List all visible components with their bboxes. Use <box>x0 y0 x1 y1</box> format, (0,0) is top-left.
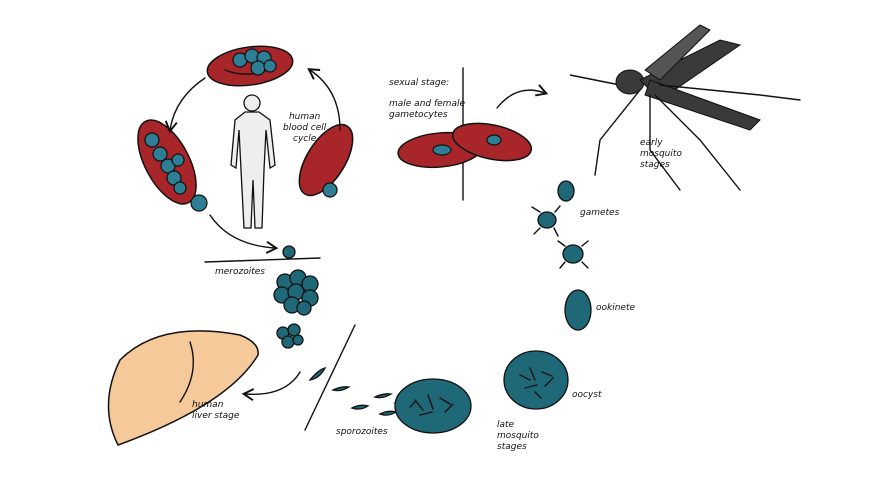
label-line: stages <box>497 442 527 452</box>
label-blood-cycle: human blood cell cycle <box>283 112 326 145</box>
red-cell-invaded <box>298 123 354 198</box>
arrow-to-merozoites <box>209 214 279 254</box>
liver-shape <box>107 330 259 446</box>
gametocytes <box>397 122 533 169</box>
arrow-to-mosquito <box>496 84 549 109</box>
label-line: early <box>640 138 663 148</box>
gametes <box>531 180 589 269</box>
human-figure <box>230 94 276 229</box>
merozoites <box>273 245 319 349</box>
label-gametes: gametes <box>580 208 620 218</box>
label-early-mosquito: early mosquito stages <box>640 138 682 171</box>
label-line: blood cell <box>283 123 327 133</box>
label-line: gametocytes <box>389 110 448 120</box>
label-line: cycle <box>293 134 317 144</box>
label-line: liver stage <box>192 411 240 421</box>
oocyst <box>503 350 569 410</box>
divider-line <box>204 257 321 263</box>
label-sexual-stage: sexual stage: <box>389 78 450 88</box>
label-line: late <box>497 420 515 430</box>
label-sporozoites: sporozoites <box>336 427 388 437</box>
label-liver-stage: human liver stage <box>192 400 239 422</box>
ookinete <box>564 289 592 331</box>
oocyst-rupturing <box>394 378 472 434</box>
infected-red-cell-top <box>206 45 294 87</box>
arrow-to-liver <box>241 371 301 402</box>
label-gametocytes: male and female gametocytes <box>389 99 465 121</box>
label-line: stages <box>640 160 670 170</box>
slash-line <box>304 324 356 431</box>
label-line: human <box>192 400 224 410</box>
label-merozoites: merozoites <box>215 267 265 277</box>
label-line: mosquito <box>640 149 682 159</box>
infected-red-cell-left <box>137 119 208 212</box>
label-late-mosquito: late mosquito stages <box>497 420 539 453</box>
label-ookinete: ookinete <box>596 303 636 313</box>
arrow-cycle-2 <box>307 68 341 131</box>
arrow-cycle-1 <box>164 77 206 134</box>
sporozoites <box>308 366 409 416</box>
label-line: human <box>288 112 321 122</box>
label-line: mosquito <box>497 431 539 441</box>
label-oocyst: oocyst <box>572 390 602 400</box>
mosquito <box>569 24 801 191</box>
label-line: male and female <box>389 99 465 109</box>
liver-lobe-line <box>179 341 195 403</box>
